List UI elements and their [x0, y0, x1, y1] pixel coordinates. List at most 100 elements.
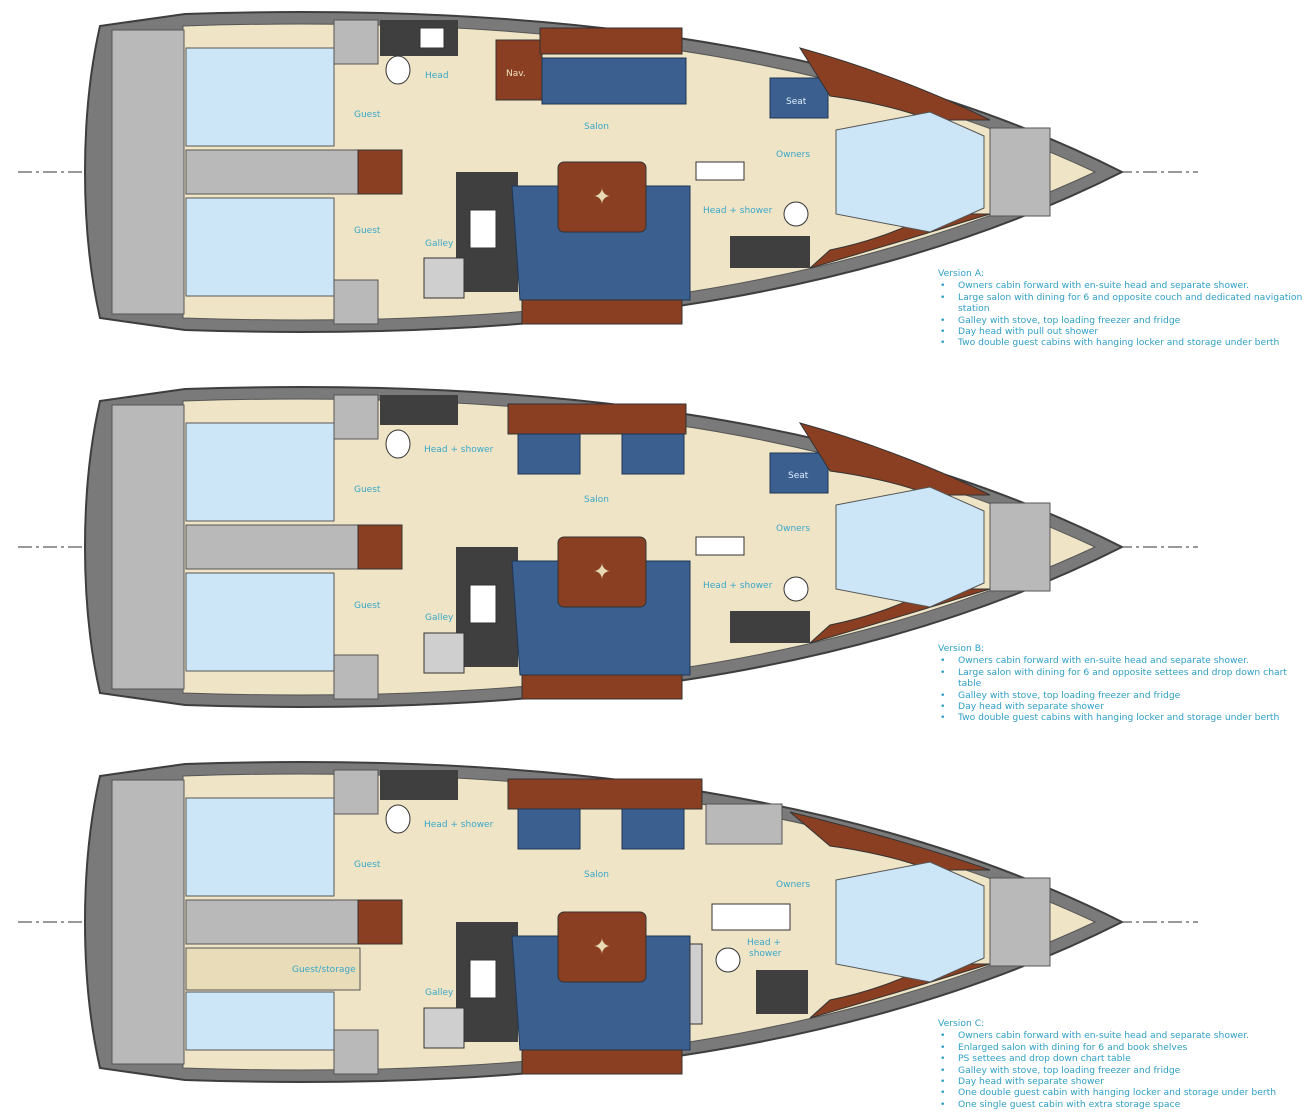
label-guest-top: Guest: [354, 485, 381, 495]
shower-enclosure: [711, 903, 791, 931]
notes-item: Owners cabin forward with en-suite head …: [938, 280, 1307, 292]
notes-item: Enlarged salon with dining for 6 and boo…: [938, 1042, 1307, 1054]
wood-bulkhead-salon: [539, 27, 683, 55]
label-salon: Salon: [584, 122, 609, 132]
notes-item: Owners cabin forward with en-suite head …: [938, 655, 1307, 667]
companionway-steps: [357, 524, 403, 570]
label-nav: Nav.: [506, 69, 526, 79]
label-head-shower-1: Head +: [747, 938, 781, 948]
transom-bench: [111, 404, 185, 690]
notes-title: Version C:: [938, 1018, 985, 1029]
wood-forward-top: [789, 811, 991, 871]
forward-seat: [769, 77, 829, 119]
notes-item: Owners cabin forward with en-suite head …: [938, 1030, 1307, 1042]
shower-tray: [695, 536, 745, 556]
settee-block-2: [621, 433, 685, 475]
toilet-forward: [715, 947, 741, 973]
wood-forward-top: [798, 47, 991, 121]
hanging-locker-bottom: [333, 654, 379, 700]
compass-rose: ✦: [593, 560, 611, 585]
label-head-shower: Head + shower: [703, 206, 773, 216]
toilet-forward: [783, 201, 809, 227]
companionway-steps: [357, 149, 403, 195]
hanging-locker-bottom: [333, 1029, 379, 1075]
label-owners: Owners: [776, 880, 810, 890]
salon-table: [557, 911, 647, 983]
notes-item: Day head with separate shower: [938, 1076, 1307, 1088]
head-shower-counter: [730, 236, 810, 268]
compass-rose: ✦: [593, 935, 611, 960]
notes-item: Two double guest cabins with hanging loc…: [938, 712, 1307, 724]
galley-fridge: [469, 959, 497, 999]
wood-bulkhead-bottom: [521, 674, 683, 700]
label-seat: Seat: [788, 471, 809, 481]
label-guest-top: Guest: [354, 860, 381, 870]
label-head-shower-aft: Head + shower: [424, 820, 494, 830]
aft-center-passage: [185, 899, 363, 945]
storage-area: [185, 947, 361, 991]
notes-item: One single guest cabin with extra storag…: [938, 1099, 1307, 1111]
forward-locker: [705, 803, 783, 845]
label-head: Head: [425, 71, 449, 81]
notes-list: Owners cabin forward with en-suite head …: [938, 655, 1307, 724]
settee-block-2: [621, 808, 685, 850]
toilet: [385, 55, 411, 85]
notes-title: Version B:: [938, 643, 985, 654]
label-galley: Galley: [425, 988, 454, 998]
notes-item: Two double guest cabins with hanging loc…: [938, 337, 1307, 349]
wood-bulkhead-salon: [507, 778, 703, 810]
label-owners: Owners: [776, 150, 810, 160]
aft-center-passage: [185, 149, 363, 195]
plan-version-a: ✦ Head Nav. Salon Seat Owners Guest Gues…: [18, 10, 1198, 334]
transom-bench: [111, 779, 185, 1065]
owners-berth: [835, 111, 985, 233]
notes-item: Galley with stove, top loading freezer a…: [938, 690, 1307, 702]
salon-settee-port: [541, 57, 687, 105]
label-head-shower-aft: Head + shower: [424, 445, 494, 455]
plan-version-b: ✦ Head + shower Salon Seat Owners Guest …: [18, 385, 1198, 709]
notes-item: Galley with stove, top loading freezer a…: [938, 1065, 1307, 1077]
label-guest-bottom: Guest: [354, 226, 381, 236]
settee-block-1: [517, 433, 581, 475]
notes-version-c: Version C: Owners cabin forward with en-…: [938, 1018, 1307, 1111]
settee-block-1: [517, 808, 581, 850]
stove: [423, 1007, 465, 1049]
label-seat: Seat: [786, 97, 807, 107]
toilet-forward: [783, 576, 809, 602]
plan-version-c: ✦ Head + shower Salon Owners Guest Guest…: [18, 760, 1198, 1084]
notes-list: Owners cabin forward with en-suite head …: [938, 280, 1307, 349]
label-head-shower-2: shower: [749, 949, 782, 959]
notes-list: Owners cabin forward with en-suite head …: [938, 1030, 1307, 1110]
single-berth: [185, 991, 335, 1051]
notes-title: Version A:: [938, 268, 984, 279]
transom-bench: [111, 29, 185, 315]
owners-berth: [835, 486, 985, 608]
compass-rose: ✦: [593, 185, 611, 210]
toilet: [385, 429, 411, 459]
label-guest-bottom: Guest: [354, 601, 381, 611]
berth-aft-bottom: [185, 572, 335, 672]
notes-item: Large salon with dining for 6 and opposi…: [938, 292, 1307, 315]
salon-table: [557, 161, 647, 233]
label-head-shower: Head + shower: [703, 581, 773, 591]
berth-aft-top: [185, 47, 335, 147]
hanging-locker-top: [333, 394, 379, 440]
notes-item: One double guest cabin with hanging lock…: [938, 1087, 1307, 1099]
label-salon: Salon: [584, 495, 609, 505]
label-galley: Galley: [425, 239, 454, 249]
notes-version-a: Version A: Owners cabin forward with en-…: [938, 268, 1307, 349]
salon-table: [557, 536, 647, 608]
bookshelf: [689, 943, 703, 1025]
head-counter: [380, 395, 458, 425]
notes-version-b: Version B: Owners cabin forward with en-…: [938, 643, 1307, 724]
notes-item: Galley with stove, top loading freezer a…: [938, 315, 1307, 327]
head-counter: [380, 770, 458, 800]
berth-aft-top: [185, 422, 335, 522]
notes-item: Day head with pull out shower: [938, 326, 1307, 338]
hanging-locker-top: [333, 19, 379, 65]
label-salon: Salon: [584, 870, 609, 880]
hanging-locker-top: [333, 769, 379, 815]
label-guest-top: Guest: [354, 110, 381, 120]
sink-aft: [419, 27, 445, 49]
